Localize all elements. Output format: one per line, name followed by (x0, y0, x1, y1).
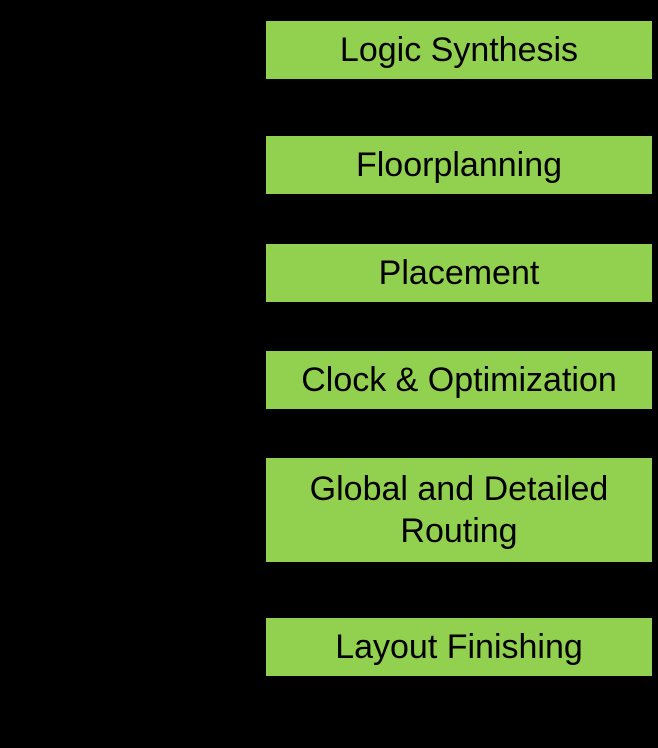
stage-floorplanning: Floorplanning (266, 136, 652, 194)
stage-label: Logic Synthesis (339, 31, 579, 69)
stage-layout-finishing: Layout Finishing (266, 618, 652, 676)
stage-placement: Placement (266, 244, 652, 302)
stage-label: Clock & Optimization (301, 361, 617, 399)
stage-label: Placement (378, 254, 540, 292)
stage-label: Layout Finishing (335, 628, 583, 666)
stage-label: Global and Detailed Routing (309, 470, 609, 550)
stage-clock-optimization: Clock & Optimization (266, 351, 652, 409)
stage-logic-synthesis: Logic Synthesis (266, 21, 652, 79)
stage-label: Floorplanning (355, 146, 563, 184)
stage-global-detailed-routing: Global and Detailed Routing (266, 458, 652, 562)
